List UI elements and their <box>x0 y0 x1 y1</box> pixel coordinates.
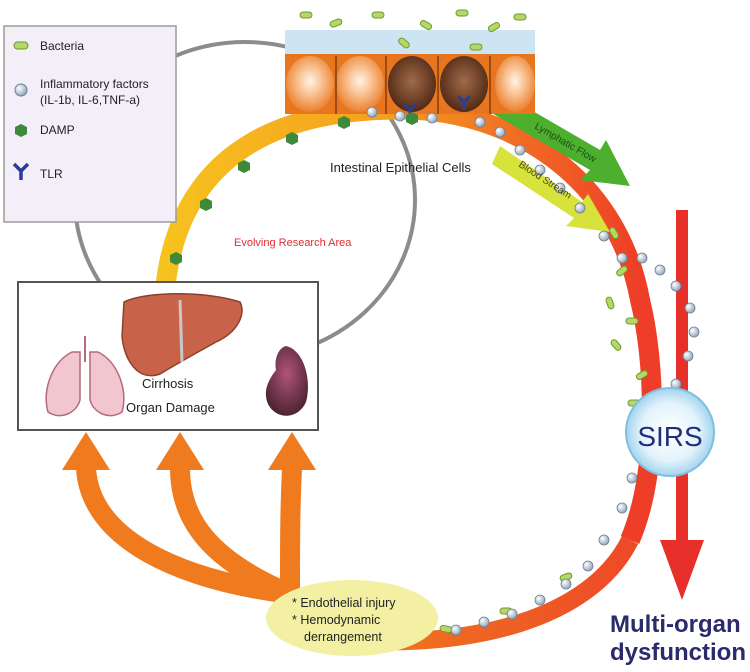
legend-bacteria: Bacteria <box>40 39 84 53</box>
inflammatory-factor-icon <box>14 83 28 97</box>
cirrhosis-label: Cirrhosis <box>142 376 194 391</box>
legend-inflammatory-line2: (IL-1b, IL-6,TNF-a) <box>40 93 140 107</box>
lungs-icon <box>45 336 125 417</box>
bacteria-cluster <box>299 9 649 634</box>
endothelial-line2: * Hemodynamic <box>292 613 380 627</box>
legend: Bacteria Inflammatory factors (IL-1b, IL… <box>3 25 177 223</box>
damp-hexagons <box>170 112 418 265</box>
kidney-icon <box>265 346 308 416</box>
endothelial-line1: * Endothelial injury <box>292 596 396 610</box>
epithelial-cells-label: Intestinal Epithelial Cells <box>330 160 471 175</box>
sirs-circle <box>625 387 715 477</box>
research-area-label: Evolving Research Area <box>234 237 352 249</box>
legend-damp: DAMP <box>40 123 75 137</box>
lymphatic-flow-arrow <box>490 92 630 186</box>
endothelial-line3: derrangement <box>304 630 382 644</box>
multi-organ-line2: dysfunction <box>610 639 746 666</box>
sirs-label: SIRS <box>637 421 702 452</box>
orange-branch-arrows <box>76 458 302 604</box>
organ-damage-label: Organ Damage <box>126 400 215 415</box>
multi-organ-line1: Multi-organ <box>610 611 741 638</box>
legend-inflammatory-line1: Inflammatory factors <box>40 77 149 91</box>
damp-icon <box>15 124 27 137</box>
branch-arrowheads <box>62 432 316 470</box>
endothelial-ellipse <box>266 580 438 656</box>
organ-damage-box: Cirrhosis Organ Damage <box>17 281 319 431</box>
legend-tlr: TLR <box>40 167 63 181</box>
intestinal-epithelium <box>285 30 535 114</box>
tlr-icon <box>12 162 30 180</box>
bacteria-icon <box>13 41 29 50</box>
